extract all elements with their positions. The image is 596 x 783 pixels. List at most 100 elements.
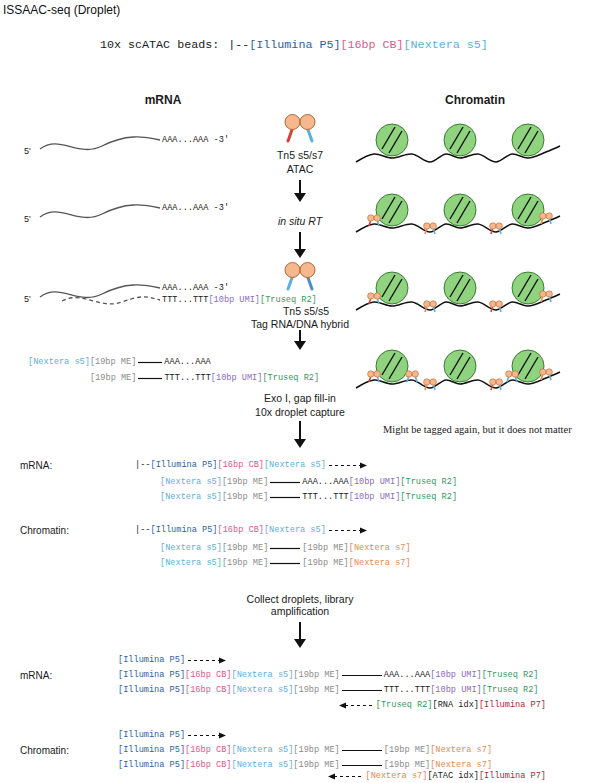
nucleosome [512, 194, 544, 226]
step-arrow [299, 421, 301, 441]
insert-line [138, 377, 162, 378]
tn5-tag [368, 293, 374, 299]
sequence-segment: [19bp ME] [222, 477, 268, 487]
insert-line [342, 764, 382, 765]
title: ISSAAC-seq (Droplet) [3, 3, 120, 17]
step-arrow [299, 232, 301, 251]
tag-arm [369, 377, 371, 382]
tn5-tag [540, 291, 546, 297]
tn5-tag [490, 379, 496, 385]
nucleosome [376, 350, 408, 382]
column-header-row: mRNA [145, 93, 182, 107]
sequence-segment-row: [Illumina P5][16bp CB][Nextera s5][19bp … [118, 670, 539, 680]
sequence-segment: [Illumina P5] [118, 745, 185, 755]
sequence-segment: [Nextera s7] [430, 760, 492, 770]
tn5-tag [430, 379, 436, 385]
step-label: Collect droplets, library amplification [247, 593, 354, 617]
end-label-row: 5' [24, 214, 31, 224]
sequence-segment-row: [Nextera s5][19bp ME][19bp ME][Nextera s… [160, 543, 411, 553]
tag-arm [516, 377, 518, 382]
sequence-segment: [19bp ME] [302, 558, 348, 568]
tag-arm [434, 385, 436, 390]
sequence-segment: [Illumina P5] [118, 730, 185, 740]
sequence-segment: [Illumina P5] [150, 460, 217, 470]
tn5-subunit [285, 115, 300, 130]
sequence-segment-row: [Illumina P5] [118, 655, 227, 665]
tag-arm [434, 229, 436, 234]
bead-sequence: [Nextera s5] [404, 38, 488, 52]
sequence-segment: TTT...TTT [302, 492, 348, 502]
sequence-segment-row: [19bp ME]TTT...TTT[10bp UMI][Truseq R2] [90, 373, 319, 383]
end-label: 5' [24, 146, 31, 156]
end-label-row: AAA...AAA -3' [162, 135, 229, 145]
tag-arm [416, 377, 418, 382]
sequence-segment-row: [Nextera s5][19bp ME]AAA...AAA[10bp UMI]… [160, 477, 457, 487]
step-label: in situ RT [278, 215, 322, 227]
sequence-segment: [19bp ME] [90, 357, 136, 367]
tn5-tag [374, 215, 380, 221]
tag-arm [550, 219, 552, 224]
end-label: AAA...AAA -3' [162, 203, 229, 213]
sequence-segment: [10bp UMI] [349, 477, 401, 487]
tag-arm [541, 375, 543, 380]
nucleosome [512, 350, 544, 382]
sequence-segment: [Illumina P7] [479, 700, 546, 710]
tag-arm [425, 307, 427, 312]
sequence-segment: [Illumina P5] [118, 655, 185, 665]
insert-line [270, 478, 300, 487]
sequence-segment: [19bp ME] [222, 543, 268, 553]
tn5-tag [496, 223, 502, 229]
sequence-segment: [16bp CB] [185, 760, 231, 770]
dna-wrap [525, 279, 538, 301]
end-label-row: 5' [24, 294, 31, 304]
tag-arm [500, 229, 502, 234]
sequence-segment: [10bp UMI] [430, 670, 482, 680]
sequence-segment: [19bp ME] [293, 670, 339, 680]
sequence-segment: [Truseq R2] [260, 295, 317, 305]
step-label: Tn5 s5/s5 [283, 305, 329, 317]
sequence-segment: [10bp UMI] [208, 295, 260, 305]
tag-arm [378, 299, 380, 304]
mrna-strand [40, 137, 160, 150]
dna-wrap [457, 357, 470, 379]
end-label: AAA...AAA -3' [162, 135, 229, 145]
tn5-tag [430, 223, 436, 229]
arrow-head [294, 193, 306, 202]
tag-arm [369, 221, 371, 226]
sequence-segment: [Nextera s7] [365, 771, 427, 781]
arrow-head [294, 249, 306, 258]
sequence-segment: [19bp ME] [293, 760, 339, 770]
nucleosome [376, 124, 408, 156]
sequence-segment: [10bp UMI] [430, 685, 482, 695]
tn5-tag [546, 213, 552, 219]
sequence-segment-row: [Nextera s5][19bp ME][19bp ME][Nextera s… [160, 558, 411, 568]
insert-line [342, 674, 382, 675]
end-label: AAA...AAA -3' [162, 283, 229, 293]
sequence-segment: AAA...AAA [384, 670, 430, 680]
sequence-segment: TTT...TTT [162, 295, 208, 305]
sequence-segment: [10bp UMI] [211, 373, 263, 383]
note-text-row: Might be tagged again, but it does not m… [383, 424, 573, 435]
mrna-strand [40, 205, 160, 218]
nucleosome [376, 194, 408, 226]
sequence-segment: [Nextera s5] [160, 543, 222, 553]
sequence-segment-row: TTT...TTT[10bp UMI][Truseq R2] [162, 295, 317, 305]
sequence-segment-row: |--[Illumina P5][16bp CB][Nextera s5] [135, 525, 368, 535]
sequence-segment: [Truseq R2] [482, 685, 539, 695]
primer-arrow [327, 526, 367, 535]
insert-line [270, 559, 300, 568]
step-label-row: 10x droplet capture [255, 406, 345, 418]
dna-wrap [389, 201, 402, 223]
tag-arm [378, 221, 380, 226]
section-label-row: Chromatin: [20, 745, 69, 756]
tag-arm [550, 375, 552, 380]
tag-arm [425, 385, 427, 390]
sequence-segment-row: [Truseq R2][RNA idx][Illumina P7] [338, 700, 546, 710]
primer-arrow [327, 461, 367, 470]
sequence-segment: [19bp ME] [384, 760, 430, 770]
step-label-row: Tn5 s5/s7 [277, 149, 323, 161]
insert-line [342, 761, 382, 770]
step-arrow [299, 622, 301, 641]
sequence-segment: [Nextera s5] [160, 492, 222, 502]
